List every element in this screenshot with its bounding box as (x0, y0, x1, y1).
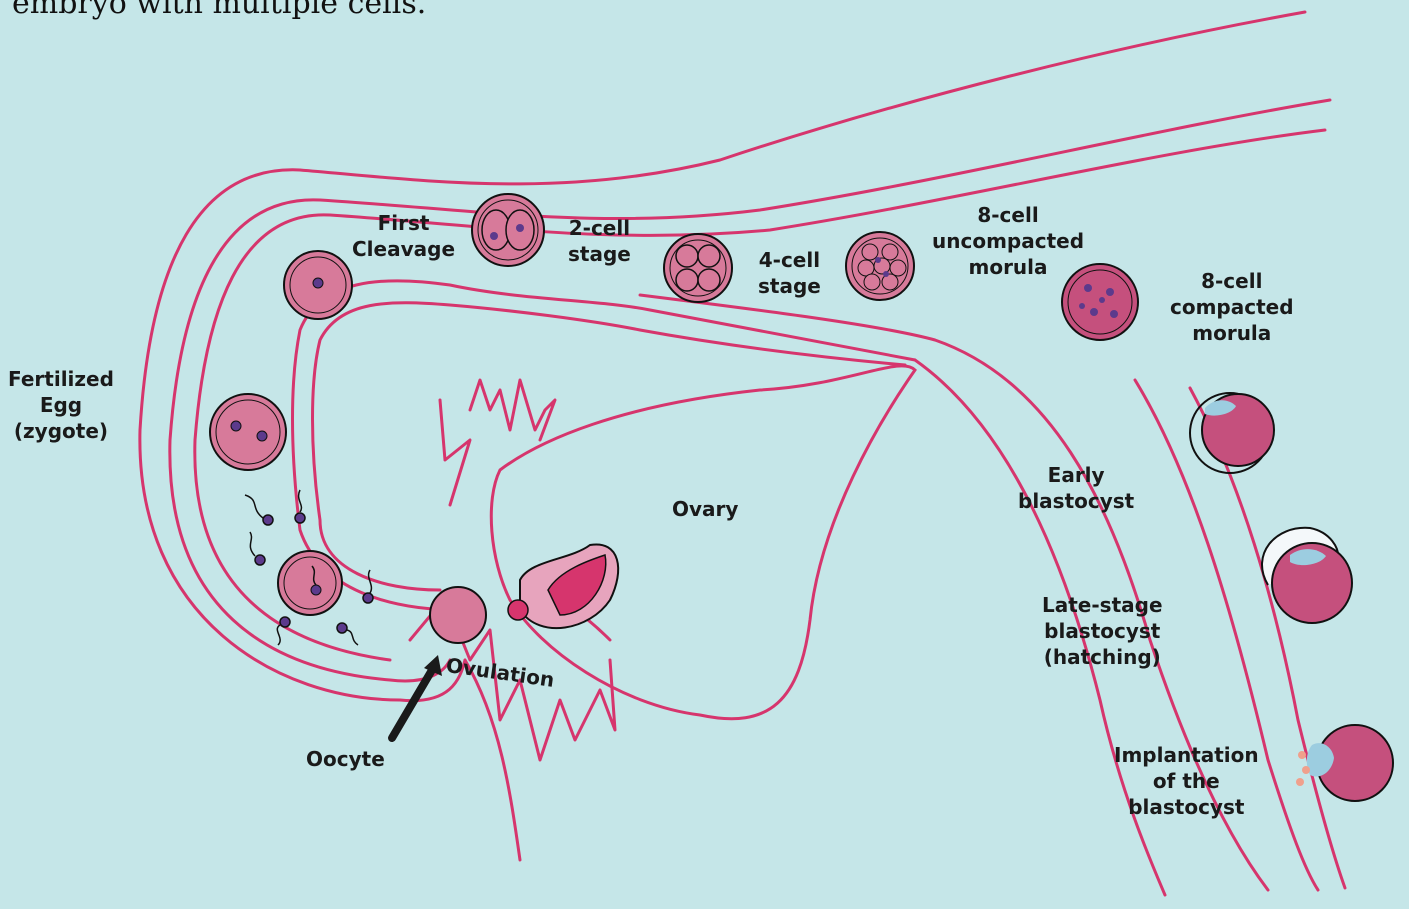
two-cell-embryo (472, 194, 544, 266)
sperm-icon (245, 495, 273, 525)
oocyte-cell (430, 587, 486, 643)
oocyte-release-icon (508, 600, 528, 620)
fertilized-egg-cell (210, 394, 286, 470)
late-blastocyst-cell (1262, 528, 1352, 623)
early-blastocyst-cell (1190, 393, 1274, 473)
sperm-icon (337, 623, 358, 645)
implantation-blastocyst-cell (1296, 725, 1393, 801)
sperm-icon (363, 570, 373, 603)
ovary-outline (491, 366, 915, 719)
sperm-icon (277, 617, 290, 645)
sperm-icon (250, 532, 265, 565)
label-ovary: Ovary (672, 496, 738, 522)
zygote-cell (278, 551, 342, 615)
four-cell-embryo (664, 234, 732, 302)
eight-cell-uncompacted-embryo (846, 232, 914, 300)
label-oocyte: Oocyte (306, 746, 385, 772)
first-cleavage-cell (284, 251, 352, 319)
